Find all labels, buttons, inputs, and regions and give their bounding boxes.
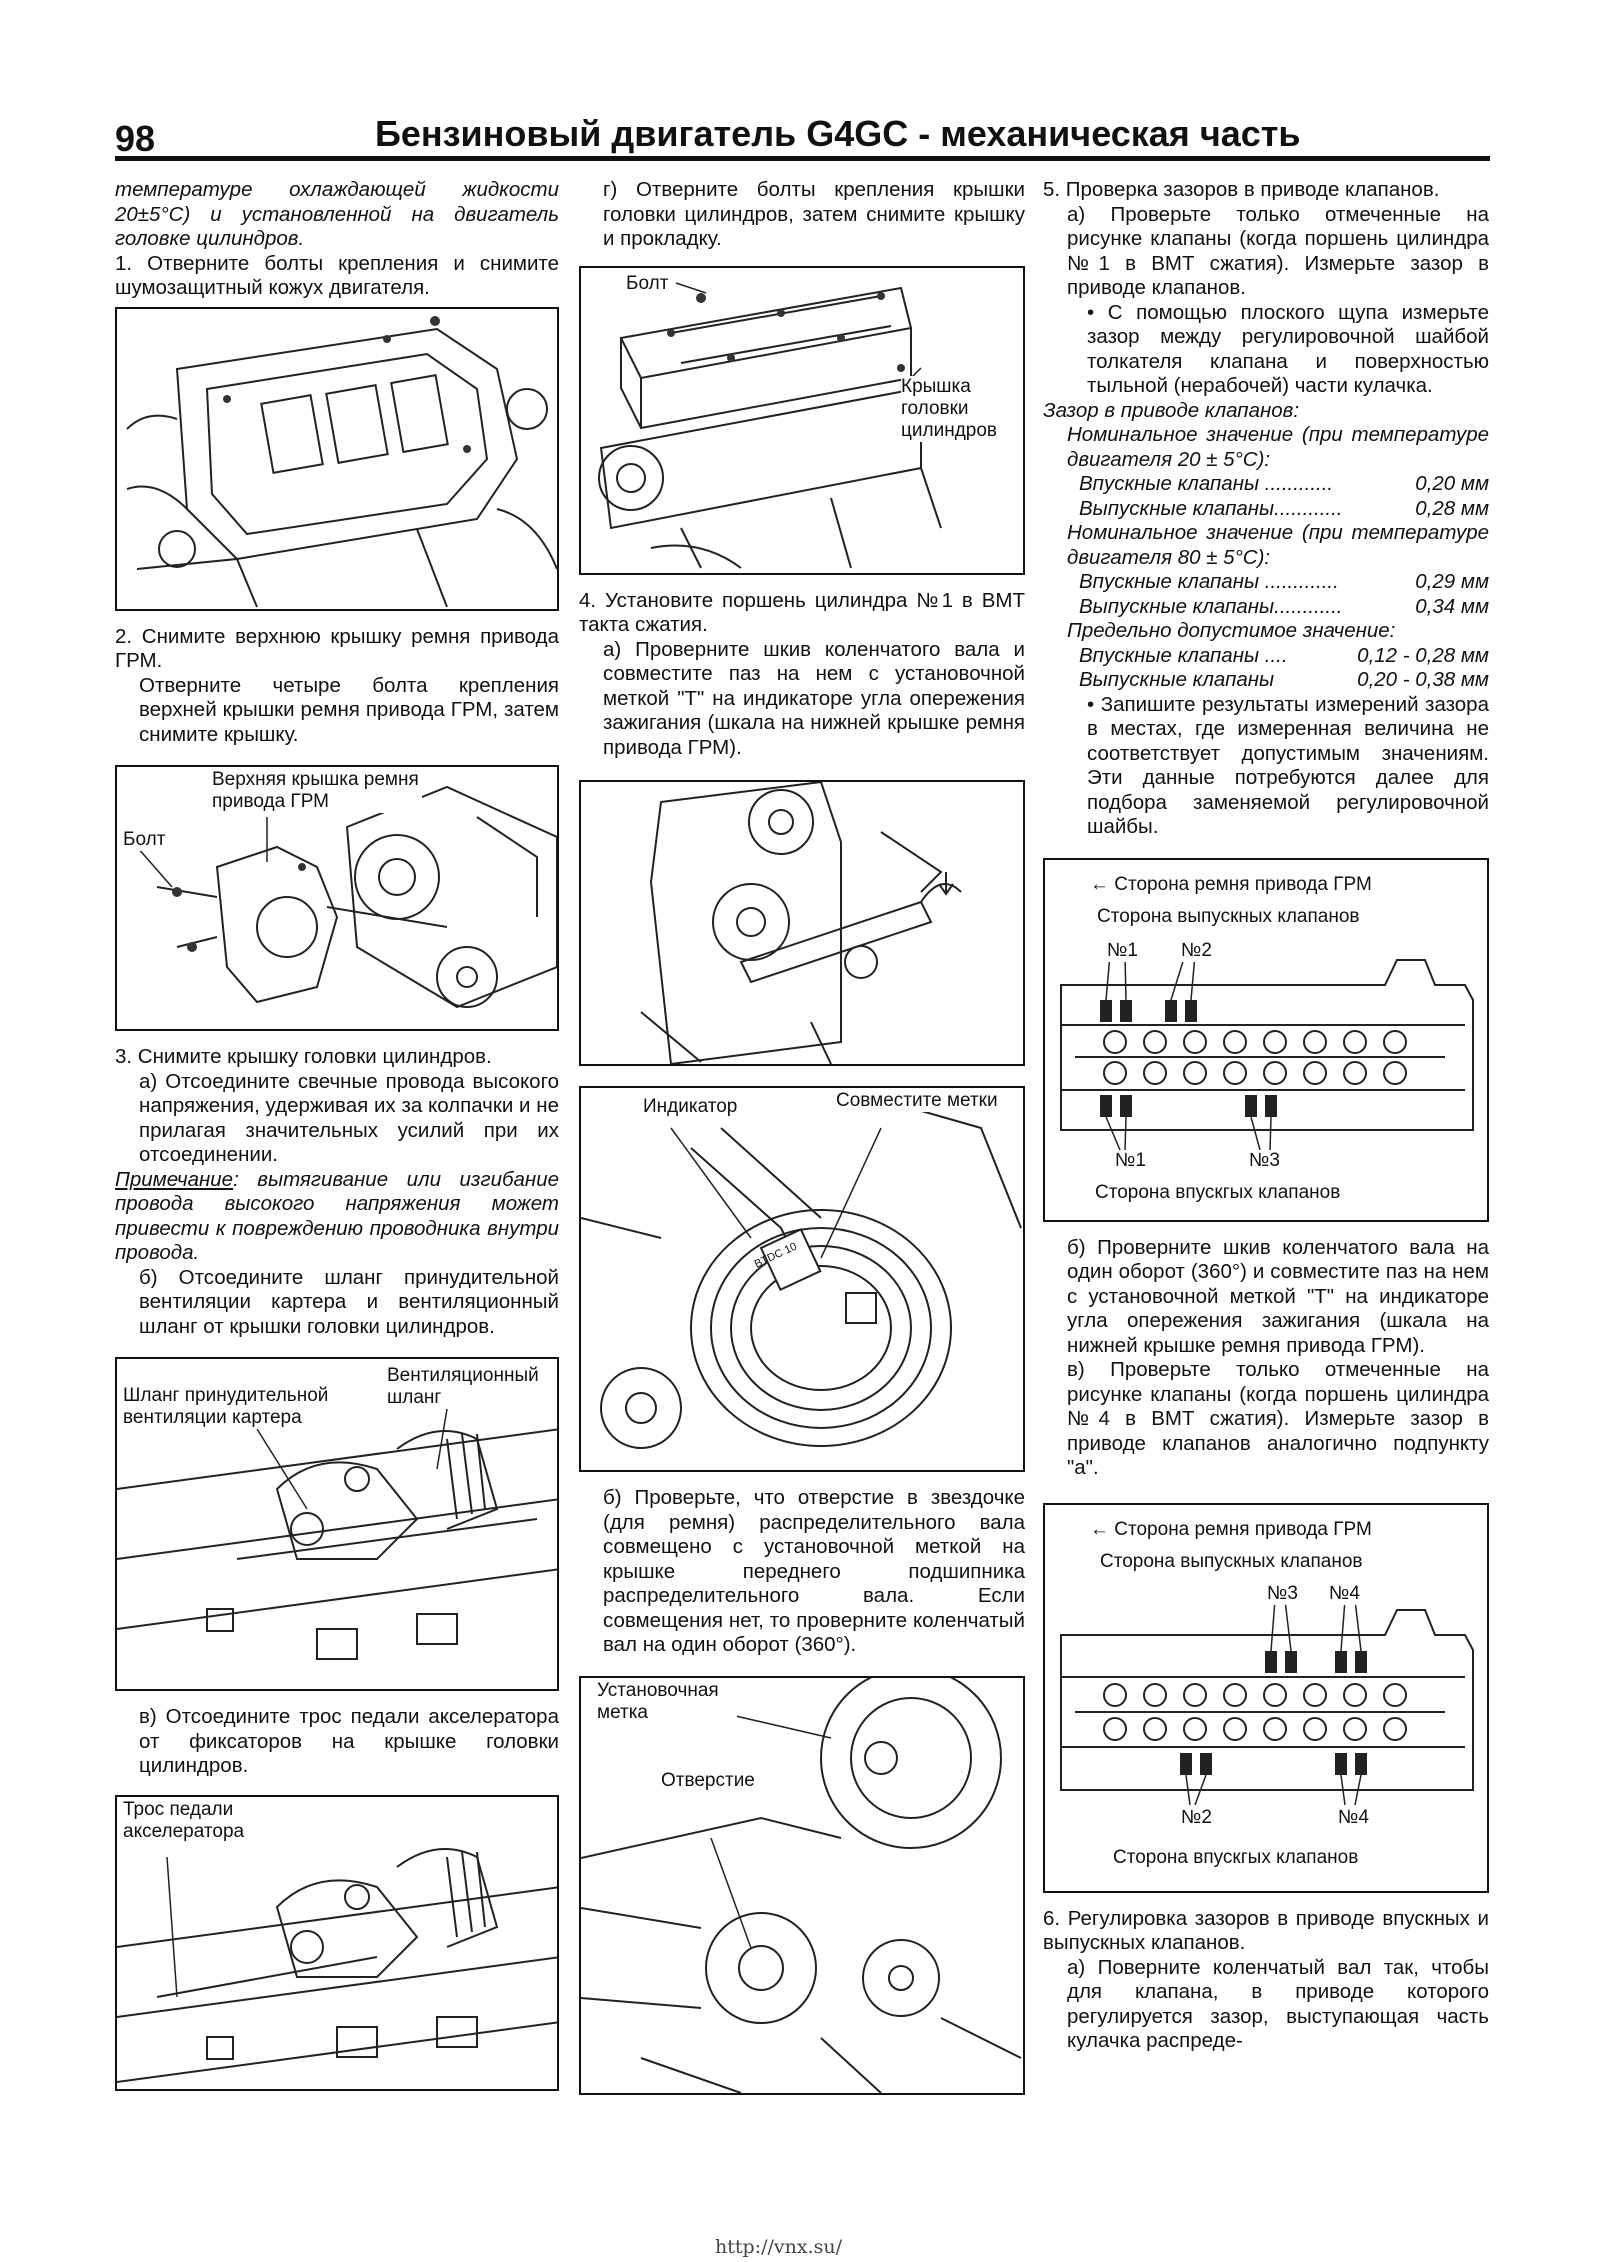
spec-nominal-20: Номинальное значение (при температуре дв… xyxy=(1067,423,1489,471)
label-bolt: Болт xyxy=(123,829,166,851)
valves-cyl1-drawing xyxy=(1060,954,1474,1150)
spec-limit-heading: Предельно допустимое значение: xyxy=(1067,619,1396,642)
figure-pcv-hoses: Шланг принудительной вентиляции картера … xyxy=(115,1357,559,1691)
column-left: температуре охлаждающей жидкости 20±5°С)… xyxy=(115,178,559,2105)
label-top-n4-b: №4 xyxy=(1329,1582,1360,1605)
step-2-text: 2. Снимите верхнюю крышку ремня привода … xyxy=(115,624,559,673)
label-top-n3-b: №3 xyxy=(1267,1582,1298,1605)
label-bolt-2: Болт xyxy=(626,272,669,295)
figure-engine-cover xyxy=(115,306,559,611)
figure-valves-cyl1: ← Сторона ремня привода ГРМ Сторона выпу… xyxy=(1043,857,1489,1222)
note-body: : вытягивание или изгибание провода высо… xyxy=(115,1167,559,1265)
spec-exhaust-limit-label: Выпускные клапаны xyxy=(1079,668,1275,691)
figure-camshaft-sprocket: Установочная метка Отверстие xyxy=(579,1675,1025,2095)
step-3b-text: б) Отсоедините шланг принудительной вент… xyxy=(139,1265,559,1338)
note-text: Примечание: вытягивание или изгибание пр… xyxy=(115,1168,559,1266)
page-title: Бензиновый двигатель G4GC - механическая… xyxy=(375,113,1301,154)
step-5b-text: б) Проверните шкив коленчатого вала на о… xyxy=(1067,1235,1489,1357)
step-4b-text: б) Проверьте, что отверстие в звездочке … xyxy=(603,1486,1025,1656)
step-3v-text: в) Отсоедините трос педали акселератора … xyxy=(139,1705,559,1777)
spec-exhaust-20-value: 0,28 мм xyxy=(1415,496,1489,520)
spec-intake-80-value: 0,29 мм xyxy=(1415,570,1489,593)
label-bot-n1-a: №1 xyxy=(1115,1149,1146,1172)
step-5a-text: а) Проверьте только отмеченные на рисунк… xyxy=(1067,202,1489,300)
engine-cover-drawing xyxy=(126,315,557,607)
label-intake-side-a: Сторона впускгых клапанов xyxy=(1095,1181,1341,1204)
step-6a-text: а) Поверните коленчатый вал так, чтобы д… xyxy=(1067,1955,1489,2053)
label-timing-mark: Установочная метка xyxy=(597,1679,737,1724)
column-right: 5. Проверка зазоров в приводе клапанов. … xyxy=(1043,178,1489,2054)
accelerator-cable-drawing xyxy=(117,1847,557,2083)
intro-text: температуре охлаждающей жидкости 20±5°С)… xyxy=(115,178,559,250)
header-rule xyxy=(115,156,1490,161)
step-6-text: 6. Регулировка зазоров в приводе впускны… xyxy=(1043,1906,1489,1955)
spec-intake-20-label: Впускные клапаны ............ xyxy=(1079,472,1334,495)
label-bot-n2-b: №2 xyxy=(1181,1806,1212,1829)
figure-crankshaft-pulley xyxy=(579,780,1025,1066)
valves-cyl4-drawing xyxy=(1060,1599,1474,1805)
spec-intake-20: Впускные клапаны ............ 0,20 мм xyxy=(1043,472,1489,497)
step-1-text: 1. Отверните болты крепления и снимите ш… xyxy=(115,251,559,300)
label-vent-hose: Вентиляционный шланг xyxy=(387,1365,557,1409)
spec-heading: Зазор в приводе клапанов: xyxy=(1043,398,1300,422)
label-upper-timing-cover: Верхняя крышка ремня привода ГРМ xyxy=(212,769,422,813)
figure-timing-mark: BTDC 10 Индикатор Совместите метки xyxy=(579,1086,1025,1472)
pcv-hoses-drawing xyxy=(117,1408,557,1660)
crankshaft-pulley-drawing xyxy=(640,782,962,1064)
label-intake-side-b: Сторона впускгых клапанов xyxy=(1113,1846,1359,1869)
step-4-text: 4. Установите поршень цилиндра №1 в ВМТ … xyxy=(579,588,1025,637)
figure-cylinder-head-cover: Болт Крышка головки цилиндров xyxy=(579,265,1025,575)
spec-exhaust-limit-value: 0,20 - 0,38 мм xyxy=(1357,668,1489,691)
label-exhaust-side-b: Сторона выпускных клапанов xyxy=(1100,1550,1363,1573)
cylinder-head-cover-drawing xyxy=(598,281,942,569)
step-5-text: 5. Проверка зазоров в приводе клапанов. xyxy=(1043,178,1440,201)
label-bot-n3-a: №3 xyxy=(1249,1149,1280,1172)
label-top-n1-a: №1 xyxy=(1107,939,1138,962)
spec-intake-20-value: 0,20 мм xyxy=(1415,472,1489,495)
spec-exhaust-80-label: Выпускные клапаны............ xyxy=(1079,594,1343,618)
step-5v-text: в) Проверьте только отмеченные на рисунк… xyxy=(1067,1358,1489,1479)
spec-intake-limit-value: 0,12 - 0,28 мм xyxy=(1357,643,1489,667)
label-pcv-hose: Шланг принудительной вентиляции картера xyxy=(123,1385,363,1429)
label-cylinder-head-cover: Крышка головки цилиндров xyxy=(901,375,1021,442)
spec-intake-80: Впускные клапаны ............. 0,29 мм xyxy=(1043,570,1489,595)
figure-timing-cover: Верхняя крышка ремня привода ГРМ Болт xyxy=(115,765,559,1031)
spec-exhaust-20: Выпускные клапаны............ 0,28 мм xyxy=(1043,497,1489,522)
label-bot-n4-b: №4 xyxy=(1338,1806,1369,1829)
bullet-feeler-gauge: • С помощью плоского щупа измерьте зазор… xyxy=(1087,300,1489,398)
step-3g-text: г) Отверните болты крепления крышки голо… xyxy=(603,178,1025,250)
label-top-n2-a: №2 xyxy=(1181,939,1212,962)
bullet-record-results: • Запишите результаты измерений зазора в… xyxy=(1087,692,1489,839)
spec-exhaust-20-label: Выпускные клапаны............ xyxy=(1079,496,1343,520)
label-belt-side-b: ← Сторона ремня привода ГРМ xyxy=(1090,1518,1372,1541)
label-exhaust-side-a: Сторона выпускных клапанов xyxy=(1097,905,1360,928)
column-middle: г) Отверните болты крепления крышки голо… xyxy=(579,178,1025,2109)
note-label: Примечание xyxy=(115,1167,234,1191)
camshaft-sprocket-drawing xyxy=(581,1677,1022,2093)
label-align-marks: Совместите метки xyxy=(836,1090,998,1112)
label-belt-side-a: ← Сторона ремня привода ГРМ xyxy=(1090,873,1372,896)
spec-exhaust-80-value: 0,34 мм xyxy=(1415,594,1489,618)
figure-valves-cyl4: ← Сторона ремня привода ГРМ Сторона выпу… xyxy=(1043,1502,1489,1893)
spec-intake-80-label: Впускные клапаны ............. xyxy=(1079,570,1339,593)
label-hole: Отверстие xyxy=(661,1769,755,1792)
step-4a-text: а) Проверните шкив коленчатого вала и со… xyxy=(603,637,1025,759)
spec-intake-limit-label: Впускные клапаны .... xyxy=(1079,643,1288,667)
spec-intake-limit: Впускные клапаны .... 0,12 - 0,28 мм xyxy=(1043,644,1489,669)
spec-exhaust-80: Выпускные клапаны............ 0,34 мм xyxy=(1043,595,1489,620)
timing-mark-drawing: BTDC 10 xyxy=(581,1107,1022,1449)
timing-cover-drawing xyxy=(136,785,557,1009)
label-accelerator-cable: Трос педали акселератора xyxy=(123,1798,273,1843)
spec-exhaust-limit: Выпускные клапаны 0,20 - 0,38 мм xyxy=(1043,668,1489,693)
page-number: 98 xyxy=(115,118,156,159)
spec-nominal-80: Номинальное значение (при температуре дв… xyxy=(1067,521,1489,569)
step-3-text: 3. Снимите крышку головки цилиндров. xyxy=(115,1045,492,1068)
footer-url[interactable]: http://vnx.su/ xyxy=(715,2236,842,2258)
step-3a-text: а) Отсоедините свечные провода высокого … xyxy=(139,1069,559,1167)
step-2-detail: Отверните четыре болта крепления верхней… xyxy=(139,673,559,746)
figure-accelerator-cable: Трос педали акселератора xyxy=(115,1794,559,2091)
label-indicator: Индикатор xyxy=(643,1096,738,1118)
